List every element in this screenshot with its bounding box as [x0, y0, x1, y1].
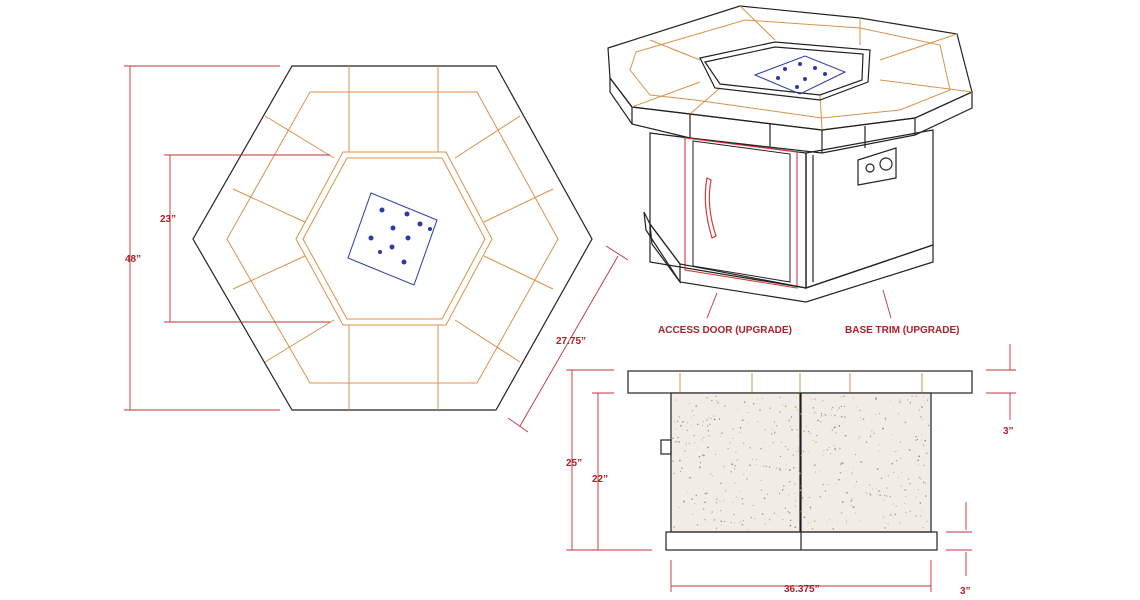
top-view-burner-plate: [347, 192, 438, 286]
top-view-tile-ring: [226, 91, 559, 384]
top-view-dimensions: [124, 65, 629, 433]
iso-cap-top: [607, 5, 973, 131]
side-view: 25” 22” 3” 3” 36.375”: [566, 344, 1016, 597]
iso-base-trim: [643, 211, 934, 303]
top-view: 48” 23” 27.75”: [124, 65, 629, 433]
dim-opening: 23”: [160, 214, 176, 225]
iso-body-right: [805, 129, 934, 289]
side-body-right-panel: [800, 392, 932, 533]
iso-burner-plate: [753, 55, 847, 95]
dim-overall-width: 48”: [125, 254, 141, 265]
side-body-texture: [672, 395, 930, 531]
callout-access-door: ACCESS DOOR (UPGRADE): [658, 325, 792, 336]
iso-access-door: [684, 137, 798, 289]
side-body-left-panel: [670, 392, 801, 533]
iso-cap-tiles: [629, 5, 973, 131]
dim-body-height: 22”: [592, 474, 608, 485]
side-view-dimensions: [566, 344, 1016, 592]
top-view-opening-outer: [295, 151, 493, 326]
iso-body-front: [649, 132, 807, 289]
top-view-opening-inner: [302, 157, 486, 320]
top-view-tile-joints: [232, 66, 554, 410]
iso-opening: [699, 41, 871, 101]
top-view-outer-hexagon: [192, 65, 593, 411]
callout-base-trim: BASE TRIM (UPGRADE): [845, 325, 959, 336]
iso-gas-control: [857, 147, 897, 186]
iso-cap-joints: [631, 107, 916, 153]
dim-base-thickness: 3”: [960, 586, 971, 597]
dim-side-length: 27.75”: [556, 336, 586, 347]
dim-top-thickness: 3”: [1003, 426, 1014, 437]
dim-width: 36.375”: [784, 584, 820, 595]
side-gas-control: [660, 439, 672, 455]
iso-view: ACCESS DOOR (UPGRADE) BASE TRIM (UPGRADE…: [607, 5, 973, 336]
dim-overall-height: 25”: [566, 458, 582, 469]
